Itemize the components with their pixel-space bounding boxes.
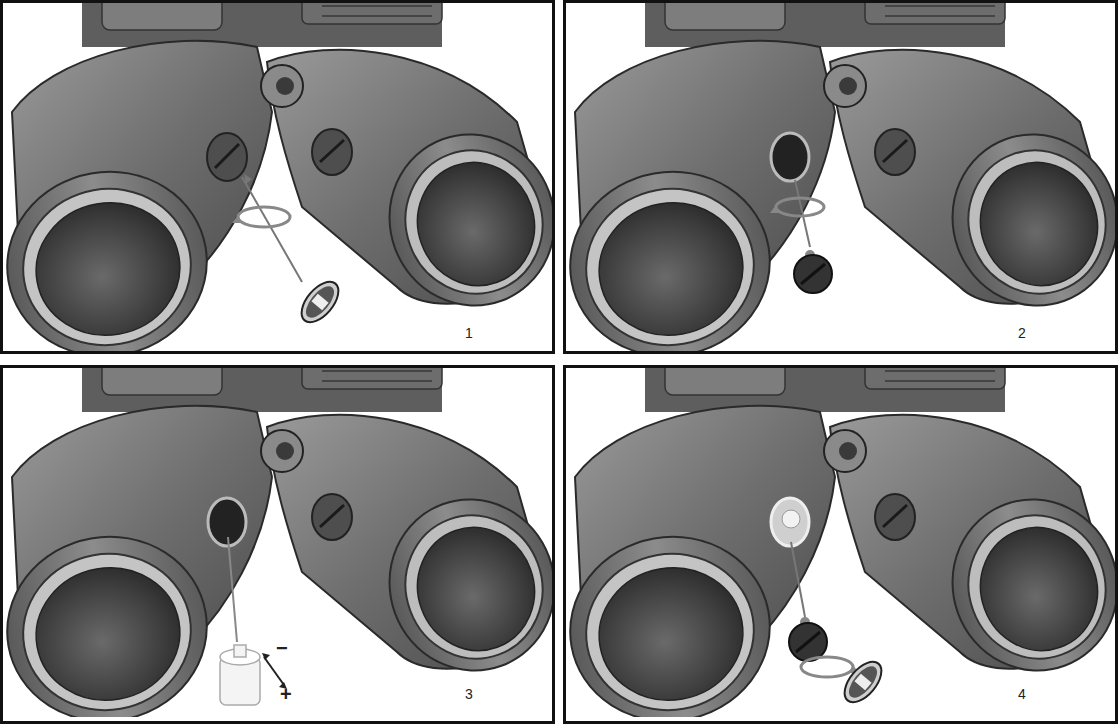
step-number: 3	[465, 686, 473, 702]
step-number: 1	[465, 325, 473, 341]
polarity-sign: +	[280, 684, 292, 704]
step-number: 2	[1018, 325, 1026, 341]
polarity-sign: −	[276, 638, 288, 658]
step-panel: 3	[0, 365, 555, 724]
step-panel: 4	[563, 365, 1118, 724]
step-panel: 2	[563, 0, 1118, 354]
step-number: 4	[1018, 686, 1026, 702]
step-panel: 1	[0, 0, 555, 354]
